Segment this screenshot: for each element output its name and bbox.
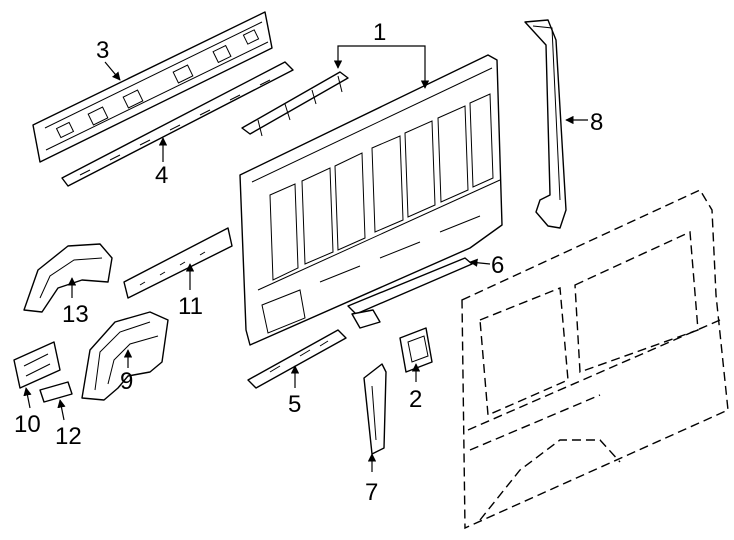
part-7-vertical-reinforcement: [363, 363, 387, 455]
callout-12: 12: [55, 423, 82, 450]
callout-2: 2: [409, 386, 422, 413]
callout-7: 7: [365, 479, 378, 506]
callout-10: 10: [14, 411, 41, 438]
callout-3: 3: [96, 37, 109, 64]
part-10-small-bracket: [13, 341, 61, 389]
callout-5: 5: [288, 391, 301, 418]
callout-8: 8: [590, 109, 603, 136]
callout-4: 4: [155, 162, 168, 189]
part-4-header-reinforcement: [61, 61, 294, 187]
part-6-sill-strip: [347, 257, 473, 329]
part-11-cross-bracket: [123, 227, 233, 299]
part-5-lower-sill: [247, 329, 347, 389]
callout-1: 1: [373, 19, 386, 46]
callout-9: 9: [120, 368, 133, 395]
part-1-partition-panel: [239, 54, 503, 346]
side-body-panel-outline: [461, 189, 729, 530]
part-8-rear-pillar: [524, 19, 567, 229]
callout-11: 11: [178, 293, 203, 320]
part-3-header-panel: [32, 11, 273, 163]
callout-13: 13: [62, 301, 89, 328]
part-12-plate: [39, 381, 73, 403]
callout-6: 6: [491, 252, 504, 279]
leader-lines: [23, 45, 588, 472]
part-2-bracket: [399, 327, 433, 373]
